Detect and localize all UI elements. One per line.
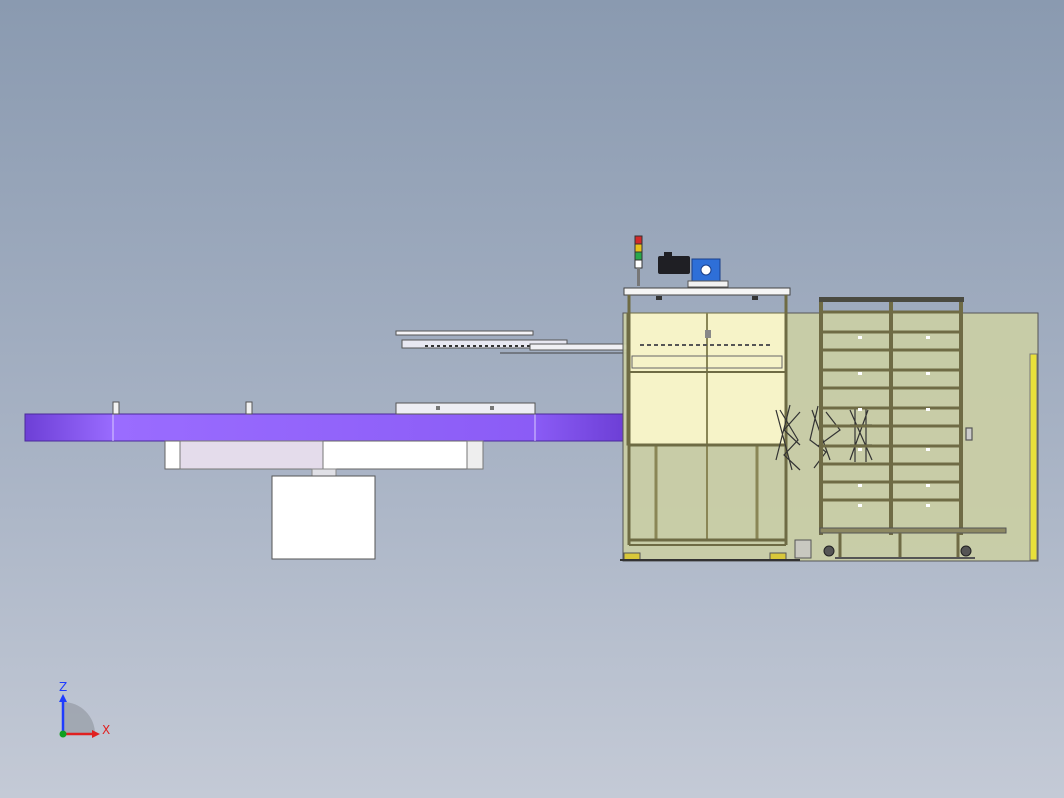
guide-rail (395, 402, 536, 415)
tray-rack[interactable] (794, 297, 1007, 559)
orientation-triad[interactable]: Z X (50, 676, 120, 746)
drive-motor[interactable] (658, 252, 729, 288)
triad-plane (63, 702, 95, 734)
signal-tower-light[interactable] (634, 235, 643, 286)
main-frame[interactable] (620, 287, 800, 561)
z-axis-label: Z (59, 680, 67, 694)
conveyor-base-cabinet[interactable] (271, 475, 376, 560)
x-axis-label: X (102, 723, 110, 737)
enclosure-door-edge (1029, 353, 1038, 561)
leveling-foot (769, 552, 787, 561)
leveling-foot (623, 552, 641, 561)
y-axis (59, 730, 67, 738)
pusher-rails[interactable] (395, 330, 629, 354)
guide-post (112, 401, 120, 415)
infeed-conveyor[interactable] (24, 401, 624, 560)
caster-wheel (960, 545, 972, 557)
conveyor-belt[interactable] (24, 413, 624, 442)
guide-post (245, 401, 253, 415)
caster-wheel (823, 545, 835, 557)
